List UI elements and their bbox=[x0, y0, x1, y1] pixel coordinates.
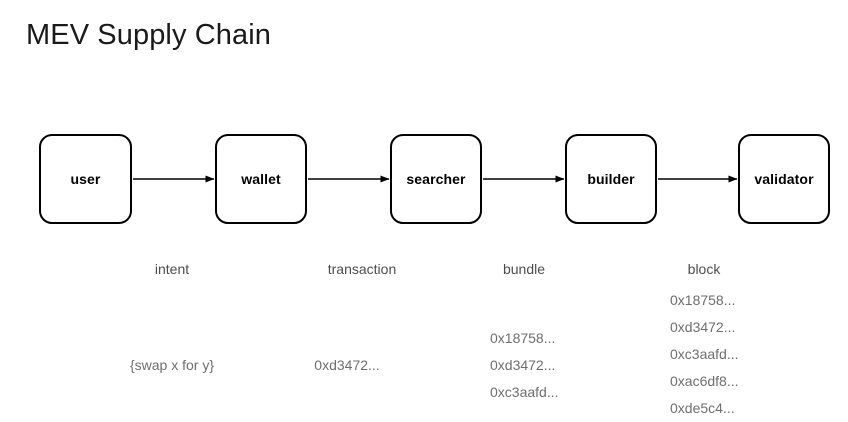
node-label-builder: builder bbox=[587, 171, 635, 187]
payload-line: 0xd3472... bbox=[314, 357, 380, 373]
payload-line: 0xd3472... bbox=[490, 357, 556, 373]
node-validator[interactable]: validator bbox=[738, 134, 830, 224]
node-user[interactable]: user bbox=[39, 134, 132, 224]
edge-label-intent: intent bbox=[154, 261, 190, 277]
payload-line: 0xc3aafd... bbox=[670, 346, 739, 362]
payload-transaction: 0xd3472... bbox=[314, 352, 379, 379]
node-label-user: user bbox=[70, 171, 101, 187]
payload-line: 0xd3472... bbox=[670, 319, 736, 335]
node-searcher[interactable]: searcher bbox=[390, 134, 482, 224]
payload-intent: {swap x for y} bbox=[130, 352, 214, 379]
node-builder[interactable]: builder bbox=[565, 134, 657, 224]
edge-label-transaction: transaction bbox=[327, 261, 397, 277]
edge-label-block: block bbox=[687, 261, 721, 277]
node-label-validator: validator bbox=[754, 171, 814, 187]
payload-block: 0x18758... 0xd3472... 0xc3aafd... 0xac6df8.… bbox=[670, 287, 739, 422]
payload-line: 0x18758... bbox=[670, 292, 736, 308]
payload-line: 0xde5c4... bbox=[670, 400, 735, 416]
payload-line: 0x18758... bbox=[490, 330, 556, 346]
node-label-wallet: wallet bbox=[241, 171, 281, 187]
page-title: MEV Supply Chain bbox=[26, 19, 271, 51]
node-wallet[interactable]: wallet bbox=[215, 134, 307, 224]
node-label-searcher: searcher bbox=[406, 171, 466, 187]
payload-line: {swap x for y} bbox=[129, 357, 215, 373]
edge-label-bundle: bundle bbox=[502, 261, 546, 277]
payload-line: 0xac6df8... bbox=[670, 373, 739, 389]
payload-line: 0xc3aafd... bbox=[490, 384, 559, 400]
payload-bundle: 0x18758... 0xd3472... 0xc3aafd... bbox=[490, 325, 559, 406]
